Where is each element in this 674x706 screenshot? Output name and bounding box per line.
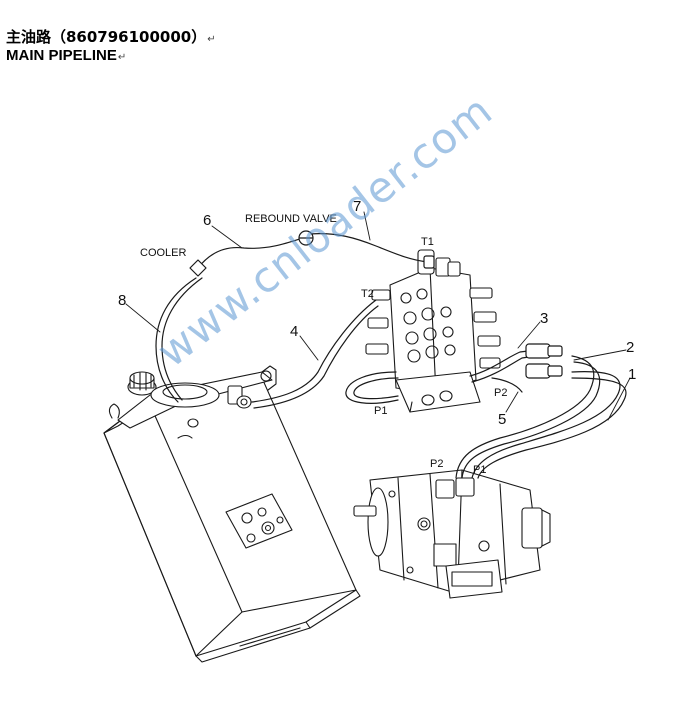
para-mark: ↵: [117, 52, 127, 63]
callout-7: 7: [353, 198, 361, 215]
callout-1: 1: [628, 366, 636, 383]
main-pump: [353, 469, 551, 599]
callout-5: 5: [498, 411, 506, 428]
label-p2-pump: P2: [430, 458, 443, 470]
callout-3: 3: [540, 310, 548, 327]
label-p1-pump: P1: [473, 464, 486, 476]
hydraulic-tank: [103, 365, 361, 663]
label-p2-valve: P2: [494, 387, 507, 399]
label-p1-valve: P1: [374, 405, 387, 417]
multi-way-valve: [365, 249, 501, 413]
label-t2: T2: [361, 288, 374, 300]
callout-6: 6: [203, 212, 211, 229]
leader-lines: [125, 211, 631, 421]
label-cooler: COOLER: [140, 247, 187, 259]
callout-8: 8: [118, 292, 126, 309]
callout-2: 2: [626, 339, 634, 356]
title-chinese: 主油路（860796100000）↵: [6, 28, 216, 46]
para-mark: ↵: [207, 34, 216, 45]
label-t1: T1: [421, 236, 434, 248]
hoses: [155, 230, 627, 479]
callout-4: 4: [290, 323, 298, 340]
label-rebound-valve: REBOUND VALVE: [245, 213, 337, 225]
title-english: MAIN PIPELINE↵: [6, 47, 127, 64]
